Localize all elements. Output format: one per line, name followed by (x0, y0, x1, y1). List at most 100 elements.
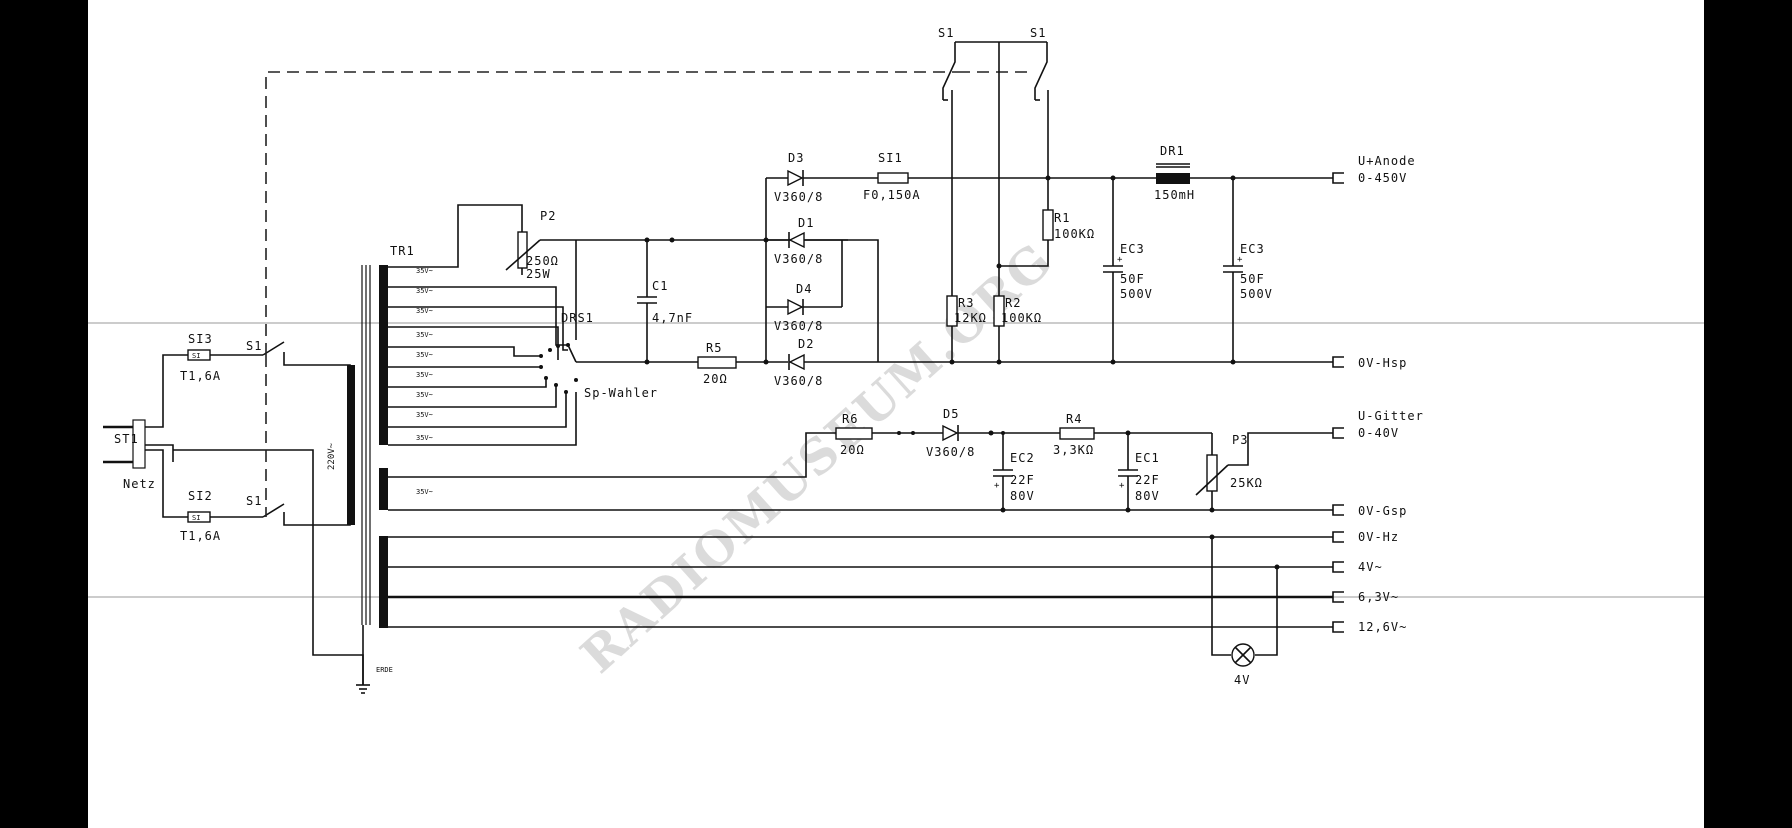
si2-value: T1,6A (180, 529, 221, 543)
tr1-core (361, 265, 371, 625)
tr1-secondary-hv (379, 265, 388, 445)
dot-r6-b (911, 431, 915, 435)
switch-s1-right-a (942, 42, 956, 101)
resistor-r3 (946, 295, 958, 327)
diode-d5 (942, 424, 1060, 442)
d3-type: V360/8 (774, 190, 823, 204)
tr1-primary-winding (347, 365, 355, 525)
bridge-outer-rail (842, 239, 879, 362)
svg-text:35V~: 35V~ (416, 307, 433, 315)
tr1-label: TR1 (390, 244, 415, 258)
switch-s1-top (262, 341, 351, 368)
r5-value: 20Ω (703, 372, 728, 386)
gitter-range: 0-40V (1358, 426, 1399, 440)
ec3-left-volt: 500V (1120, 287, 1153, 301)
d2-type: V360/8 (774, 374, 823, 388)
dot-r6-a (897, 431, 901, 435)
ec3-right-plus: + (1237, 255, 1243, 265)
c1-value: 4,7nF (652, 311, 693, 325)
resistor-r2 (993, 295, 1005, 327)
capacitor-ec3-left (1103, 175, 1123, 365)
d5-label: D5 (943, 407, 959, 421)
tap-wires (388, 204, 577, 446)
p2-value: 250Ω (526, 254, 559, 268)
d5-type: V360/8 (926, 445, 975, 459)
junction-r1-anode (1045, 175, 1051, 181)
fuse-si2-mark: SI (192, 514, 200, 522)
svg-text:35V~: 35V~ (416, 411, 433, 419)
mains-wire-l (145, 354, 188, 428)
s1-right-b-label: S1 (1030, 26, 1046, 40)
resistor-r4 (1059, 427, 1095, 440)
junction-r3-hsp (949, 359, 955, 365)
tr1-secondary-grid (379, 468, 388, 510)
ec3-left-plus: + (1117, 255, 1123, 265)
ec1-plus: + (1119, 481, 1125, 491)
r2-value: 100KΩ (1001, 311, 1042, 325)
si1-value: F0,150A (863, 188, 921, 202)
capacitor-ec2 (993, 433, 1013, 513)
ec1-label: EC1 (1135, 451, 1160, 465)
ec3-right-label: EC3 (1240, 242, 1265, 256)
mains-plug-st1 (103, 419, 146, 469)
p3-value: 25KΩ (1230, 476, 1263, 490)
junction-c1-top (669, 237, 675, 243)
lamp-4v (1231, 643, 1255, 667)
gitter-name: U-Gitter (1358, 409, 1424, 423)
schematic-sheet: RADIOMUSEUM.ORG ST1 Netz SI SI3 T1,6A SI… (88, 0, 1704, 828)
junction-r1-r2 (996, 263, 1002, 269)
ec3-right-volt: 500V (1240, 287, 1273, 301)
schematic-diagram: RADIOMUSEUM.ORG ST1 Netz SI SI3 T1,6A SI… (88, 26, 1704, 694)
si3-label: SI3 (188, 332, 213, 346)
wire-grid-winding-top (388, 432, 836, 478)
wire-p3-gitter (1228, 432, 1333, 466)
fuse-si1 (877, 172, 909, 184)
netz-label: Netz (123, 477, 156, 491)
pot-p3 (1206, 454, 1218, 492)
erde-label: ERDE (376, 666, 393, 674)
choke-dr1 (1156, 173, 1190, 184)
s1-right-a-label: S1 (938, 26, 954, 40)
d4-label: D4 (796, 282, 812, 296)
p3-label: P3 (1232, 433, 1248, 447)
wire-r1-r2 (999, 240, 1049, 267)
ec1-volt: 80V (1135, 489, 1160, 503)
resistor-r5 (697, 356, 737, 369)
diode-d2 (766, 353, 878, 371)
switch-s1-right-b (1034, 42, 1048, 101)
capacitor-ec1 (1118, 433, 1138, 513)
output-terminals (1332, 172, 1344, 633)
r4-label: R4 (1066, 412, 1082, 426)
svg-text:35V~: 35V~ (416, 434, 433, 442)
r5-label: R5 (706, 341, 722, 355)
ec2-label: EC2 (1010, 451, 1035, 465)
svg-text:35V~: 35V~ (416, 371, 433, 379)
d2-label: D2 (798, 337, 814, 351)
dr1-value: 150mH (1154, 188, 1195, 202)
tr1-secondary-heater (379, 536, 388, 628)
s1-top-label: S1 (246, 339, 262, 353)
resistor-r1 (1042, 209, 1054, 241)
diode-d4 (766, 298, 842, 316)
v4-label: 4V~ (1358, 560, 1383, 574)
d3-label: D3 (788, 151, 804, 165)
lamp-4v-label: 4V (1234, 673, 1250, 687)
svg-text:35V~: 35V~ (416, 488, 433, 496)
resistor-r6 (835, 427, 873, 440)
sp-wahler-label: Sp-Wahler (584, 386, 658, 400)
switch-s1-bottom (262, 503, 351, 526)
v126-label: 12,6V~ (1358, 620, 1407, 634)
wire-lamp-right (1255, 567, 1278, 656)
d4-type: V360/8 (774, 319, 823, 333)
svg-text:35V~: 35V~ (416, 391, 433, 399)
p2-watts: 25W (526, 267, 551, 281)
capacitor-c1 (637, 237, 657, 365)
junction-ec2 (988, 430, 994, 436)
pot-p2-wiper (505, 239, 541, 271)
ec2-value: 22F (1010, 473, 1035, 487)
r6-label: R6 (842, 412, 858, 426)
watermark: RADIOMUSEUM.ORG (571, 232, 1065, 684)
c1-label: C1 (652, 279, 668, 293)
capacitor-ec3-right (1223, 175, 1243, 365)
s1-mechanical-link (265, 71, 958, 355)
